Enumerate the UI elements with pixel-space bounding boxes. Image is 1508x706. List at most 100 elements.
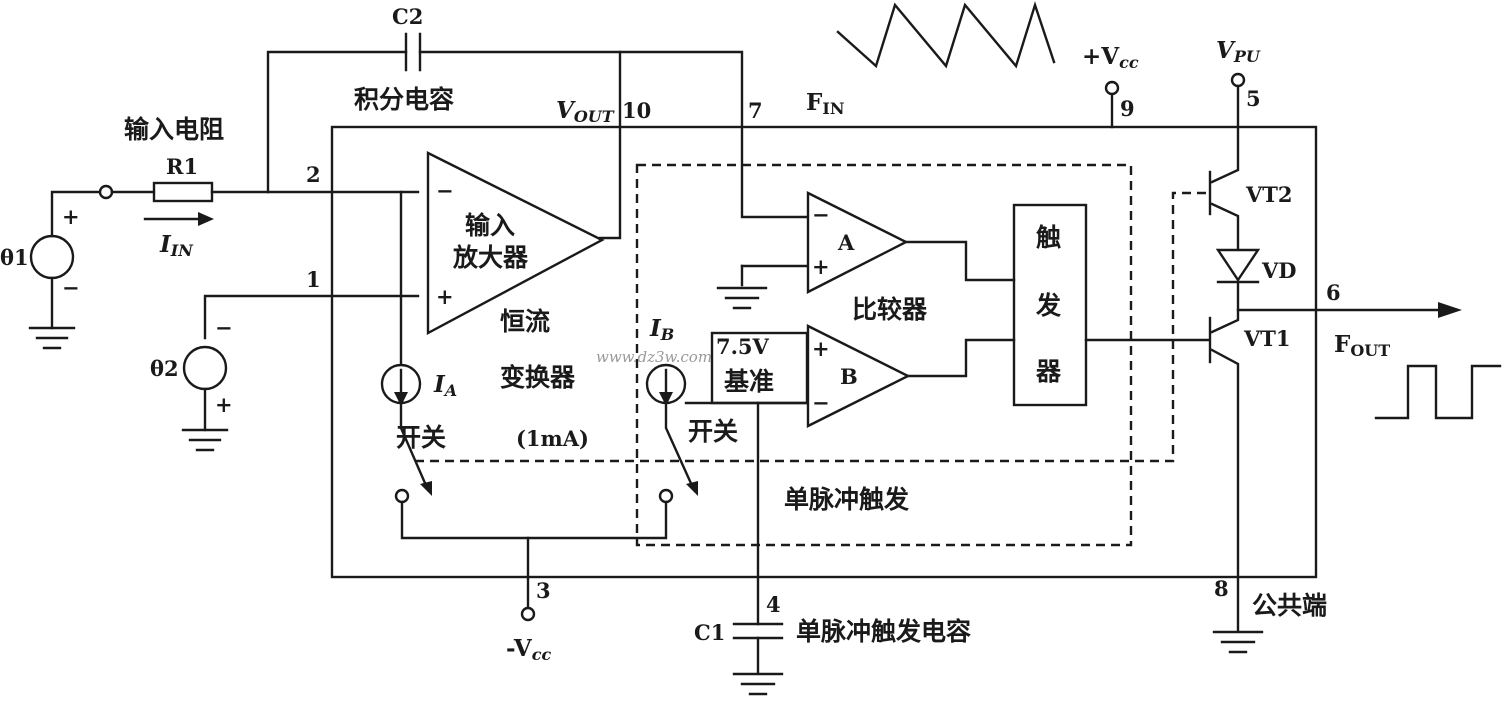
switch-a-arm — [399, 401, 430, 492]
pin-3: 3 — [536, 578, 551, 603]
vd-diode — [1215, 248, 1261, 283]
vpu-label: VPU — [1216, 37, 1261, 66]
wire-c2-right — [418, 50, 808, 219]
theta2-label: θ2 — [150, 356, 179, 381]
theta2-minus: − — [215, 315, 233, 340]
theta2-plus: + — [215, 392, 233, 417]
theta2-source — [181, 345, 229, 452]
pin-7: 7 — [748, 98, 763, 123]
wire-switch-bus — [400, 500, 668, 540]
c2-capacitor — [404, 32, 422, 72]
wire-pin1 — [203, 294, 420, 340]
comp-a-label: A — [837, 230, 855, 255]
input-amp-label-2: 放大器 — [452, 243, 529, 272]
c1-ground — [732, 636, 784, 696]
pin3-terminal — [520, 606, 536, 622]
comp-b-label: B — [840, 364, 858, 389]
vd-label: VD — [1261, 258, 1297, 283]
theta1-plus: + — [62, 204, 80, 229]
pin-10: 10 — [622, 98, 651, 123]
vt2-collector — [1210, 84, 1240, 184]
pin-2: 2 — [306, 162, 321, 187]
vt1-label: VT1 — [1243, 326, 1291, 351]
input-terminal — [98, 184, 114, 200]
switch-a-arrow — [420, 481, 432, 496]
ia-label: IA — [433, 371, 457, 400]
one-shot-cap-label: 单脉冲触发电容 — [796, 617, 971, 646]
vt2-emitter — [1210, 202, 1240, 250]
square-waveform — [1374, 364, 1502, 420]
wire-c2-left — [266, 50, 408, 194]
input-amplifier — [426, 151, 605, 336]
r1-label: R1 — [166, 154, 198, 179]
pin-5: 5 — [1246, 86, 1261, 111]
cc-conv-label-1: 恒流 — [500, 307, 550, 336]
amp-plus: + — [436, 284, 454, 309]
trigger-label-1: 触 — [1036, 223, 1061, 252]
input-resistor-label: 输入电阻 — [124, 115, 224, 144]
integ-cap-label: 积分电容 — [354, 85, 454, 114]
pin-9: 9 — [1120, 96, 1135, 121]
comparator-a — [806, 191, 909, 294]
one-shot-region — [635, 163, 1133, 547]
switch-b-arm — [664, 401, 696, 492]
vt1-emitter — [1210, 348, 1240, 632]
theta1-source — [28, 190, 102, 350]
watermark: www.dz3w.com — [596, 348, 712, 366]
ib-arrowhead — [659, 392, 673, 406]
theta1-minus: − — [62, 275, 80, 300]
wire-comp-b-out — [906, 338, 1016, 378]
r1-resistor — [152, 181, 214, 203]
theta1-label: θ1 — [0, 245, 29, 270]
ref-label: 基准 — [724, 367, 774, 396]
c1-label: C1 — [694, 620, 725, 645]
pin5-terminal — [1230, 72, 1246, 88]
trigger-block — [1012, 203, 1088, 407]
ia-arrowhead — [394, 392, 408, 406]
switch-a-contact — [394, 488, 410, 504]
output-arrowhead — [1438, 302, 1462, 318]
one-shot-label: 单脉冲触发 — [784, 485, 909, 514]
common-ground — [1212, 630, 1264, 654]
wire-comp-a-out — [904, 240, 1016, 282]
comp-a-ground — [716, 264, 768, 310]
ref-voltage-label: 7.5V — [716, 334, 770, 359]
comparator-b — [806, 324, 911, 428]
comp-b-minus: − — [812, 390, 830, 415]
switch-b-contact — [658, 488, 674, 504]
pin-4: 4 — [766, 592, 781, 617]
pin9-terminal — [1104, 80, 1120, 96]
cc-conv-label-2: 变换器 — [500, 363, 576, 392]
one-ma-label: (1mA) — [516, 426, 589, 451]
fout-label: FOUT — [1334, 331, 1390, 360]
switch-b-label: 开关 — [688, 417, 738, 446]
ib-label: IB — [649, 315, 674, 344]
switch-control-dashed — [415, 191, 1210, 463]
sawtooth-waveform — [836, 1, 1056, 69]
switch-a-label: 开关 — [396, 423, 446, 452]
pin-8: 8 — [1214, 576, 1229, 601]
wire-vout — [598, 50, 622, 240]
trigger-label-2: 发 — [1035, 291, 1061, 320]
trigger-label-3: 器 — [1035, 357, 1062, 386]
vt1-collector — [1210, 280, 1240, 334]
vout-label: VOUT — [556, 97, 615, 126]
comp-a-minus: − — [812, 202, 830, 227]
input-amp-label-1: 输入 — [465, 211, 515, 240]
amp-minus: − — [436, 178, 454, 203]
chip-outline — [330, 125, 1318, 579]
pin-1: 1 — [306, 267, 321, 292]
fin-label: FIN — [806, 89, 844, 118]
neg-vcc-label: -Vcc — [506, 635, 551, 664]
common-label: 公共端 — [1252, 591, 1327, 620]
vcc-label: +Vcc — [1082, 43, 1139, 72]
comparator-label: 比较器 — [852, 295, 928, 324]
comp-b-plus: + — [812, 336, 830, 361]
comp-a-plus: + — [812, 254, 830, 279]
vt2-label: VT2 — [1245, 182, 1293, 207]
i-in-arrowhead — [198, 212, 214, 226]
c2-label: C2 — [392, 4, 423, 29]
switch-b-arrow — [686, 481, 698, 496]
